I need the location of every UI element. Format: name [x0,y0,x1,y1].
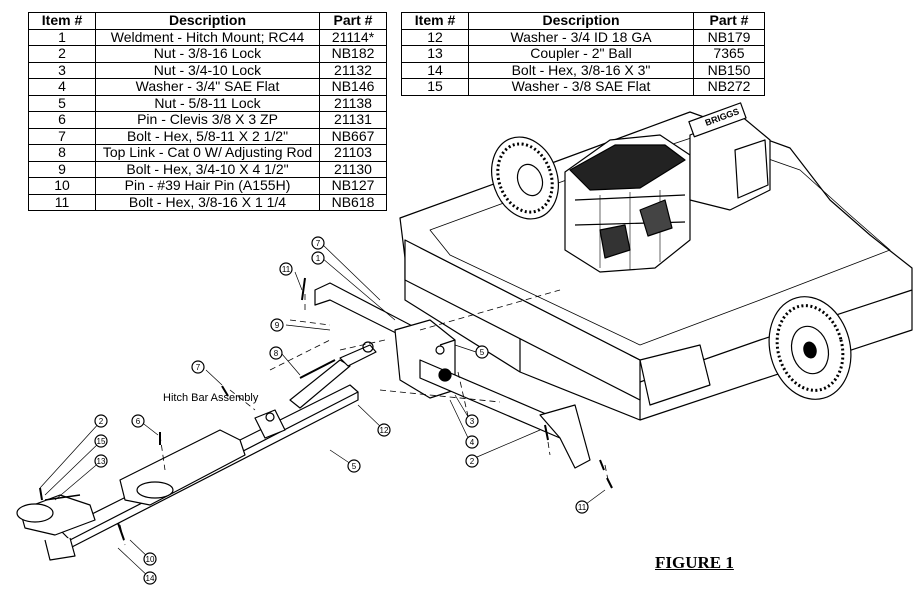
cell-description: Nut - 3/4-10 Lock [95,61,320,79]
engine [564,102,771,273]
top-link [289,341,377,409]
leader-lines [39,244,606,579]
cell-description: Nut - 5/8-11 Lock [95,94,320,112]
cell-description: Top Link - Cat 0 W/ Adjusting Rod [95,144,320,162]
cell-part: 21130 [319,160,387,178]
callout-number: 9 [275,321,280,330]
callout-number: 2 [99,417,104,426]
callout-number: 7 [196,363,201,372]
cell-part: NB618 [319,193,387,211]
cell-part: NB272 [693,78,765,96]
cell-part: NB146 [319,78,387,96]
callout-number: 3 [470,417,475,426]
callout-number: 11 [282,265,291,274]
figure-label: FIGURE 1 [655,553,734,572]
cell-description: Bolt - Hex, 3/8-16 X 1 1/4 [95,193,320,211]
callout-number: 14 [146,574,155,583]
callout-circles [94,236,589,585]
callout-number: 1 [316,254,321,263]
cell-description: Pin - #39 Hair Pin (A155H) [95,177,320,195]
callout-number: 10 [146,555,155,564]
hitch-bar [16,384,359,561]
hitch-mount-weldment [314,282,591,469]
cell-description: Washer - 3/8 SAE Flat [468,78,694,96]
callout-number: 2 [470,457,475,466]
header-part: Part # [693,12,765,30]
cell-description: Pin - Clevis 3/8 X 3 ZP [95,111,320,129]
callout-number: 5 [480,348,485,357]
rear-wheel [491,136,559,220]
header-item: Item # [401,12,469,30]
cell-part: 7365 [693,45,765,63]
callout-number: 5 [352,462,357,471]
cell-part: 21103 [319,144,387,162]
callout-number: 15 [97,437,106,446]
callout-number: 11 [578,503,587,512]
hitch-bar-assembly-label: Hitch Bar Assembly [163,392,258,405]
cell-part: NB667 [319,127,387,145]
cell-description: Bolt - Hex, 3/8-16 X 3" [468,61,694,79]
front-wheel [768,296,852,400]
callout-number: 6 [136,417,141,426]
callout-number: 12 [380,426,389,435]
cell-part: NB127 [319,177,387,195]
hitch-bar-label-text: Hitch Bar Assembly [163,392,259,404]
cell-item: 10 [28,177,96,195]
callout-number: 13 [97,457,106,466]
cell-item: 15 [401,78,469,96]
callout-number: 7 [316,239,321,248]
callout-number: 4 [470,438,475,447]
cell-item: 11 [28,193,96,211]
cell-description: Bolt - Hex, 5/8-11 X 2 1/2" [95,127,320,145]
bolts [39,277,613,541]
callout-number: 8 [274,349,279,358]
cell-part: 21138 [319,94,387,112]
cell-part: NB182 [319,45,387,63]
